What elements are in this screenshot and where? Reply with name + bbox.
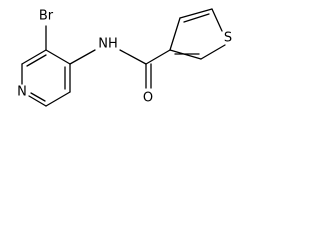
atom-label-nh: NH <box>98 37 118 52</box>
atom-label-br: Br <box>39 9 54 24</box>
bond-nh-carbonyl <box>119 49 147 65</box>
atom-label-s: S <box>224 31 232 46</box>
thiophene-bond-c2-s <box>200 44 226 60</box>
atom-label-o: O <box>143 91 153 106</box>
bond-c4-nh <box>69 49 96 65</box>
pyridine-double-c6-n <box>30 92 46 102</box>
pyridine-bond-c3-c4 <box>45 49 71 65</box>
pyridine-double-c2-c3 <box>26 54 47 67</box>
thiophene-bond-c5-c4 <box>179 8 213 19</box>
thiophene-double-c5-c4 <box>183 13 210 23</box>
atom-label-n-ring: N <box>17 85 27 100</box>
pyridine-bond-c5-c6 <box>45 91 71 107</box>
pyridine-bond-c2-c3 <box>21 49 47 65</box>
chemical-structure-canvas: Br NH N O S <box>0 0 251 135</box>
thiophene-bond-s-c5 <box>211 8 223 32</box>
pyridine-bond-c6-n <box>28 95 47 107</box>
bond-carbonyl-thiophene <box>145 49 171 65</box>
thiophene-bond-c4-c3 <box>169 17 181 51</box>
molecule-diagram: Br NH N O S <box>17 8 232 107</box>
